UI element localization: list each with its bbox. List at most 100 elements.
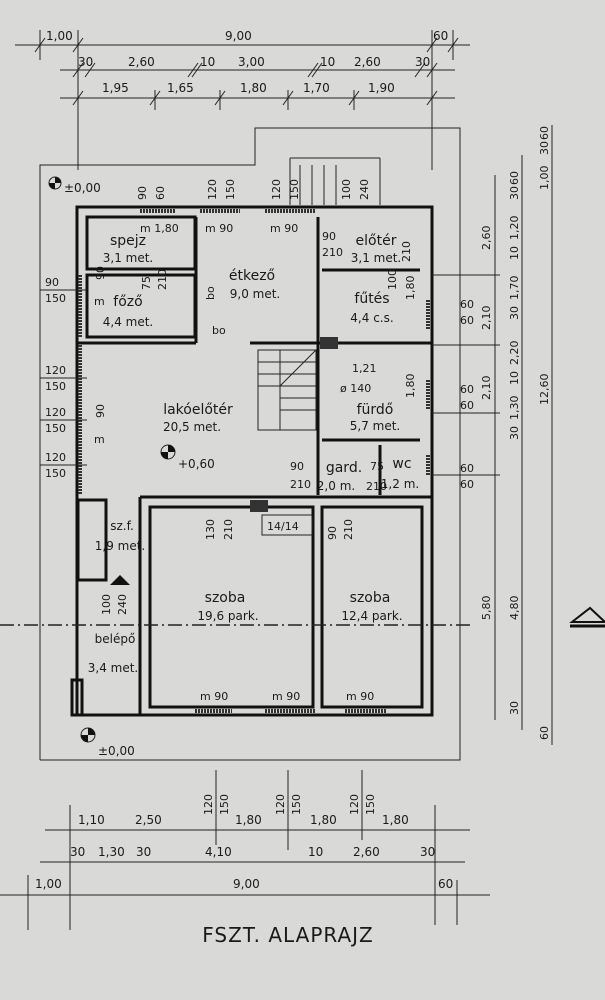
dim-label: 150 — [218, 794, 231, 815]
annotation: 130 — [204, 519, 217, 540]
dim-label: 30 — [508, 186, 521, 200]
room-name: gard. — [326, 460, 362, 476]
dim-label: 60 — [460, 462, 474, 475]
annotation: 75 — [370, 460, 384, 473]
room-area: 3,4 met. — [88, 661, 139, 675]
room-area: 12,4 park. — [341, 609, 402, 623]
dim-label: 2,20 — [508, 341, 521, 366]
dim-label: 60 — [460, 298, 474, 311]
dim-label: 2,60 — [128, 55, 155, 69]
level-label: ±0,00 — [98, 744, 135, 758]
plan-annotations: m 1,80 m 90 m 90 90 210 bo bo 75 210 m m… — [94, 222, 417, 703]
dim-label: 60 — [460, 399, 474, 412]
annotation: 210 — [366, 480, 387, 493]
left-dimensions: 90 150 120 150 120 150 120 150 — [40, 276, 87, 480]
opening-dimensions: 90 60 120 150 120 150 100 240 — [136, 179, 371, 200]
room-area: 9,0 met. — [230, 287, 281, 301]
staircase — [257, 349, 317, 431]
dim-label: 60 — [433, 29, 448, 43]
annotation: 240 — [116, 594, 129, 615]
dim-label: 150 — [290, 794, 303, 815]
room-name: étkező — [229, 268, 275, 284]
dim-label: 60 — [460, 478, 474, 491]
dim-label: 150 — [224, 179, 237, 200]
dim-label: 1,10 — [78, 813, 105, 827]
bottom-dimensions: 120 150 120 150 120 150 1,10 2,50 1,80 1… — [0, 770, 490, 930]
dim-label: 1,95 — [102, 81, 129, 95]
dim-label: 60 — [538, 726, 551, 740]
room-name: fűtés — [354, 291, 389, 307]
room-gard: gard. 2,0 m. — [317, 460, 362, 493]
room-wc: wc1,2 m. — [381, 456, 419, 491]
annotation: 210 — [290, 478, 311, 491]
top-dimensions: 1,00 9,00 60 30 2,60 10 3,00 10 2,60 30 … — [15, 29, 470, 170]
annotation: 1,80 — [404, 276, 417, 301]
annotation: m — [94, 433, 105, 446]
walls — [70, 205, 434, 717]
level-label: ±0,00 — [64, 181, 101, 195]
annotation: 100 — [100, 594, 113, 615]
section-marker-icon — [569, 606, 605, 628]
room-area: 20,5 met. — [163, 420, 221, 434]
dim-label: 30 — [78, 55, 93, 69]
annotation: 90 — [290, 460, 304, 473]
dim-label: 1,80 — [240, 81, 267, 95]
chimney — [320, 337, 338, 349]
dim-label: 2,60 — [480, 226, 493, 251]
annotation: 75 — [140, 276, 153, 290]
room-area: 4,4 met. — [103, 315, 154, 329]
dim-label: 30 — [136, 845, 151, 859]
room-area: 19,6 park. — [197, 609, 258, 623]
room-area: 3,1 met. — [103, 251, 154, 265]
annotation: m 90 — [200, 690, 228, 703]
annotation: m 90 — [346, 690, 374, 703]
room-area: 2,0 m. — [317, 479, 355, 493]
annotation: 100 — [386, 269, 399, 290]
dim-label: 1,90 — [368, 81, 395, 95]
dim-label: 2,60 — [353, 845, 380, 859]
annotation: 210 — [322, 246, 343, 259]
dim-label: 120 — [45, 451, 66, 464]
dim-label: 30 — [420, 845, 435, 859]
annotation: m 90 — [272, 690, 300, 703]
dim-label: 30 — [508, 426, 521, 440]
room-etkezo: étkező 9,0 met. — [229, 268, 280, 301]
dim-label: 1,80 — [235, 813, 262, 827]
room-name: előtér — [356, 233, 397, 249]
room-name: spejz — [110, 233, 146, 249]
dim-label: 3,00 — [238, 55, 265, 69]
dim-label: 120 — [348, 794, 361, 815]
dim-label: 90 — [45, 276, 59, 289]
dim-label: 4,10 — [205, 845, 232, 859]
room-area: 3,1 met. — [351, 251, 402, 265]
dim-label: 150 — [288, 179, 301, 200]
chimney-label: 14/14 — [267, 520, 299, 533]
level-label: +0,60 — [178, 457, 215, 471]
annotation: 90 — [94, 404, 107, 418]
dim-label: 1,20 — [508, 216, 521, 241]
dim-label: 60 — [538, 126, 551, 140]
dim-label: 120 — [274, 794, 287, 815]
dim-label: 30 — [538, 141, 551, 155]
dim-label: 150 — [45, 292, 66, 305]
dim-label: 90 — [136, 186, 149, 200]
room-area: 1,2 m. — [381, 477, 419, 491]
dim-label: 1,00 — [538, 166, 551, 191]
dim-label: 150 — [45, 380, 66, 393]
dim-label: 9,00 — [225, 29, 252, 43]
annotation: 210 — [222, 519, 235, 540]
annotation: m 90 — [270, 222, 298, 235]
dim-label: 1,65 — [167, 81, 194, 95]
drawing-title: FSZT. ALAPRAJZ — [202, 923, 374, 947]
dim-label: 120 — [206, 179, 219, 200]
level-markers: ±0,00 +0,60 ±0,00 — [48, 176, 215, 758]
annotation: 90 — [322, 230, 336, 243]
annotation: ø 140 — [340, 382, 371, 395]
annotation: 1,80 — [404, 374, 417, 399]
dim-label: 1,70 — [508, 276, 521, 301]
dim-label: 10 — [308, 845, 323, 859]
